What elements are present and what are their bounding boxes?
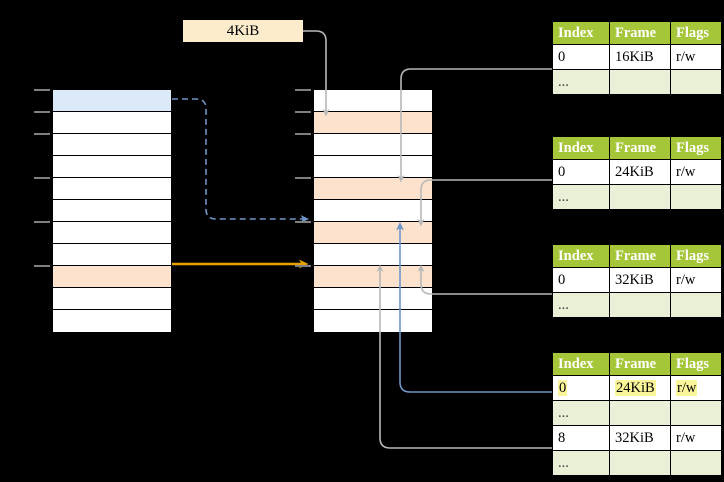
column-header-flags: Flags — [670, 137, 722, 160]
virtual-address-space-row — [53, 90, 171, 112]
column-header-index: Index — [552, 245, 610, 268]
cell-flags — [670, 400, 722, 426]
virtual-address-space-row — [53, 266, 171, 288]
cell-frame — [609, 400, 671, 426]
cell-frame: 24KiB — [609, 159, 671, 185]
virtual-address-space-tick — [34, 133, 50, 135]
table-row: ... — [552, 450, 722, 476]
column-header-flags: Flags — [670, 245, 722, 268]
cell-frame — [609, 450, 671, 476]
virtual-address-space-tick — [34, 221, 50, 223]
cell-flags: r/w — [670, 159, 722, 185]
virtual-address-space-row — [53, 178, 171, 200]
cell-flags — [670, 69, 722, 95]
column-header-index: Index — [552, 22, 610, 45]
physical-memory-tick — [295, 221, 311, 223]
column-header-index: Index — [552, 353, 610, 376]
column-header-frame: Frame — [609, 22, 671, 45]
page-size-label: 4KiB — [183, 20, 303, 42]
column-header-flags: Flags — [670, 353, 722, 376]
cell-frame: 24KiB — [609, 375, 671, 401]
cell-frame — [609, 292, 671, 318]
cell-index: 0 — [552, 44, 610, 70]
cell-frame — [609, 184, 671, 210]
cell-index: 0 — [552, 159, 610, 185]
cell-flags — [670, 184, 722, 210]
cell-index: ... — [552, 184, 610, 210]
virtual-address-space-tick — [34, 111, 50, 113]
physical-memory-row — [314, 310, 432, 332]
virtual-address-space-row — [53, 134, 171, 156]
physical-memory-row — [314, 266, 432, 288]
cell-flags: r/w — [670, 375, 722, 401]
cell-index: ... — [552, 400, 610, 426]
virtual-address-space-row — [53, 244, 171, 266]
physical-memory-row — [314, 112, 432, 134]
virtual-address-space-tick — [34, 89, 50, 91]
physical-memory-row — [314, 222, 432, 244]
wire-pt2-to-frame — [417, 179, 552, 227]
physical-memory-tick — [295, 111, 311, 113]
physical-memory-row — [314, 244, 432, 266]
cell-frame: 16KiB — [609, 44, 671, 70]
physical-memory-tick — [295, 177, 311, 179]
physical-memory-tick — [295, 89, 311, 91]
highlighted-value: r/w — [676, 379, 698, 396]
table-row: ... — [552, 292, 722, 318]
cell-flags — [670, 292, 722, 318]
cell-index: ... — [552, 450, 610, 476]
column-header-frame: Frame — [609, 245, 671, 268]
highlighted-value: 0 — [558, 379, 568, 396]
cell-flags: r/w — [670, 44, 722, 70]
cell-index: 0 — [552, 267, 610, 293]
physical-memory-column — [313, 89, 433, 332]
highlighted-value: 24KiB — [615, 379, 656, 396]
cell-index: 8 — [552, 425, 610, 451]
cell-index: ... — [552, 292, 610, 318]
wire-virtual-page-to-frame-dashed — [172, 98, 309, 223]
column-header-frame: Frame — [609, 137, 671, 160]
virtual-address-space-row — [53, 288, 171, 310]
virtual-address-space-row — [53, 222, 171, 244]
wire-pt3-to-frame — [417, 264, 552, 295]
virtual-address-space-tick — [34, 177, 50, 179]
virtual-address-space-row — [53, 156, 171, 178]
cell-flags: r/w — [670, 425, 722, 451]
cell-frame: 32KiB — [609, 425, 671, 451]
virtual-address-space-tick — [34, 265, 50, 267]
physical-memory-row — [314, 288, 432, 310]
column-header-flags: Flags — [670, 22, 722, 45]
physical-memory-tick — [295, 133, 311, 135]
cell-frame: 32KiB — [609, 267, 671, 293]
virtual-address-space-row — [53, 112, 171, 134]
cell-flags — [670, 450, 722, 476]
cell-index: 0 — [552, 375, 610, 401]
cell-flags: r/w — [670, 267, 722, 293]
table-row: ... — [552, 400, 722, 426]
virtual-address-space-row — [53, 200, 171, 222]
column-header-frame: Frame — [609, 353, 671, 376]
physical-memory-row — [314, 156, 432, 178]
table-row: ... — [552, 184, 722, 210]
table-row: ... — [552, 69, 722, 95]
cell-index: ... — [552, 69, 610, 95]
physical-memory-row — [314, 134, 432, 156]
physical-memory-tick — [295, 265, 311, 267]
virtual-address-space-row — [53, 310, 171, 332]
virtual-address-space-column — [52, 89, 172, 332]
physical-memory-row — [314, 178, 432, 200]
cell-frame — [609, 69, 671, 95]
table-row: 0 24KiB r/w — [552, 375, 722, 401]
column-header-index: Index — [552, 137, 610, 160]
physical-memory-row — [314, 200, 432, 222]
physical-memory-row — [314, 90, 432, 112]
